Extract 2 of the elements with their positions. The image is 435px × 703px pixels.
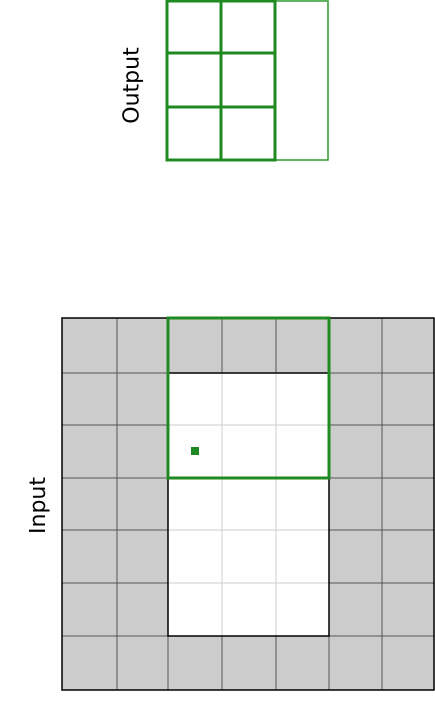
grid-label: Output (120, 46, 145, 124)
grid-label: Input (25, 476, 50, 534)
